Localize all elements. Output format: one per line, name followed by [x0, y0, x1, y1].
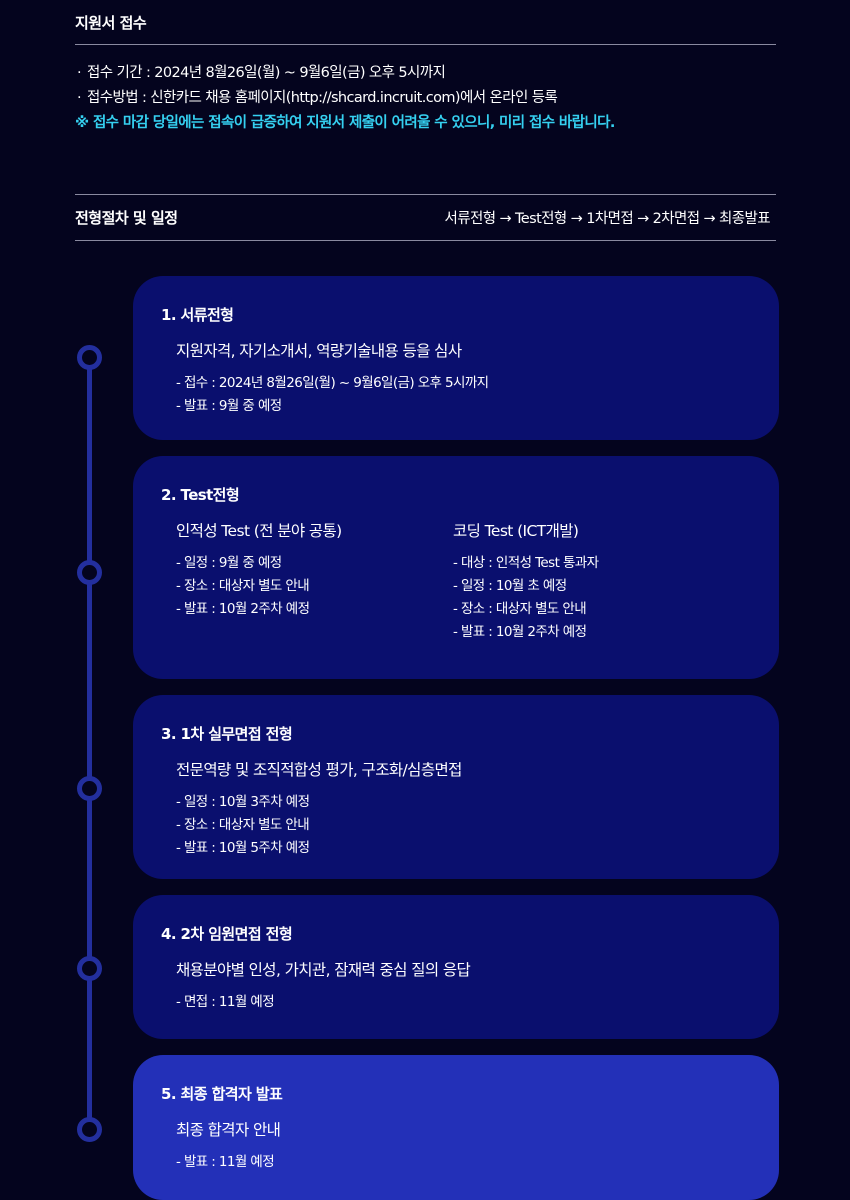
detail-line: - 일정 : 10월 초 예정 [453, 578, 567, 594]
step-subtitle: 최종 합격자 안내 [176, 1121, 281, 1139]
divider [75, 194, 776, 195]
test-columns: 인적성 Test (전 분야 공통) - 일정 : 9월 중 예정 - 장소 :… [161, 506, 779, 644]
process-flow: 서류전형 → Test전형 → 1차면접 → 2차면접 → 최종발표 [444, 211, 770, 227]
detail-line: - 일정 : 9월 중 예정 [176, 555, 282, 571]
application-header: 지원서 접수 [75, 0, 776, 44]
timeline-line [87, 355, 92, 1127]
timeline-node [77, 1117, 102, 1142]
bullet-text: 접수 기간 : 2024년 8월26일(월) ~ 9월6일(금) 오후 5시까지 [87, 65, 446, 81]
process-section: 전형절차 및 일정 서류전형 → Test전형 → 1차면접 → 2차면접 → … [75, 194, 776, 241]
detail-line: - 발표 : 10월 2주차 예정 [453, 624, 587, 640]
aptitude-test-column: 인적성 Test (전 분야 공통) - 일정 : 9월 중 예정 - 장소 :… [161, 506, 438, 644]
deadline-warning: ※ 접수 마감 당일에는 접속이 급증하여 지원서 제출이 어려울 수 있으니,… [75, 115, 615, 131]
step-details: - 대상 : 인적성 Test 통과자 - 일정 : 10월 초 예정 - 장소… [453, 552, 715, 644]
process-title: 전형절차 및 일정 [75, 209, 178, 227]
detail-line: - 장소 : 대상자 별도 안내 [176, 817, 310, 833]
step-subtitle: 채용분야별 인성, 가치관, 잠재력 중심 질의 응답 [176, 961, 471, 979]
detail-line: - 장소 : 대상자 별도 안내 [453, 601, 587, 617]
step-details: - 일정 : 10월 3주차 예정 - 장소 : 대상자 별도 안내 - 발표 … [176, 791, 779, 860]
step-details: - 면접 : 11월 예정 [176, 991, 779, 1014]
step-subtitle: 전문역량 및 조직적합성 평가, 구조화/심층면접 [176, 761, 462, 779]
step-card-test: 2. Test전형 인적성 Test (전 분야 공통) - 일정 : 9월 중… [133, 456, 779, 679]
bullet-method: · 접수방법 : 신한카드 채용 홈페이지(http://shcard.incru… [75, 86, 776, 111]
bullet-dot: · [77, 90, 82, 106]
application-section: 지원서 접수 · 접수 기간 : 2024년 8월26일(월) ~ 9월6일(금)… [75, 0, 776, 241]
detail-line: - 일정 : 10월 3주차 예정 [176, 794, 310, 810]
detail-line: - 면접 : 11월 예정 [176, 994, 275, 1010]
application-details: · 접수 기간 : 2024년 8월26일(월) ~ 9월6일(금) 오후 5시까… [75, 45, 776, 136]
step-details: - 발표 : 11월 예정 [176, 1151, 779, 1174]
detail-line: - 발표 : 11월 예정 [176, 1154, 275, 1170]
application-title: 지원서 접수 [75, 13, 147, 32]
detail-line: - 발표 : 9월 중 예정 [176, 398, 282, 414]
divider [75, 240, 776, 241]
detail-line: - 발표 : 10월 5주차 예정 [176, 840, 310, 856]
timeline-node [77, 345, 102, 370]
step-details: - 접수 : 2024년 8월26일(월) ~ 9월6일(금) 오후 5시까지 … [176, 372, 779, 418]
timeline-node [77, 776, 102, 801]
detail-line: - 장소 : 대상자 별도 안내 [176, 578, 310, 594]
timeline-node [77, 956, 102, 981]
step-card-second-interview: 4. 2차 임원면접 전형 채용분야별 인성, 가치관, 잠재력 중심 질의 응… [133, 895, 779, 1039]
bullet-period: · 접수 기간 : 2024년 8월26일(월) ~ 9월6일(금) 오후 5시까… [75, 61, 776, 86]
step-subtitle: 인적성 Test (전 분야 공통) [176, 522, 342, 540]
step-card-first-interview: 3. 1차 실무면접 전형 전문역량 및 조직적합성 평가, 구조화/심층면접 … [133, 695, 779, 879]
step-card-document: 1. 서류전형 지원자격, 자기소개서, 역량기술내용 등을 심사 - 접수 :… [133, 276, 779, 440]
step-details: - 일정 : 9월 중 예정 - 장소 : 대상자 별도 안내 - 발표 : 1… [176, 552, 438, 621]
timeline-node [77, 560, 102, 585]
detail-line: - 발표 : 10월 2주차 예정 [176, 601, 310, 617]
step-title: 1. 서류전형 [161, 306, 234, 324]
coding-test-column: 코딩 Test (ICT개발) - 대상 : 인적성 Test 통과자 - 일정… [438, 506, 715, 644]
divider [75, 44, 776, 45]
detail-line: - 대상 : 인적성 Test 통과자 [453, 555, 599, 571]
step-title: 5. 최종 합격자 발표 [161, 1085, 283, 1103]
step-title: 4. 2차 임원면접 전형 [161, 925, 293, 943]
bullet-text: 접수방법 : 신한카드 채용 홈페이지(http://shcard.incrui… [87, 90, 558, 106]
step-card-final: 5. 최종 합격자 발표 최종 합격자 안내 - 발표 : 11월 예정 [133, 1055, 779, 1200]
step-subtitle: 코딩 Test (ICT개발) [453, 522, 579, 540]
step-title: 2. Test전형 [161, 486, 240, 504]
step-subtitle: 지원자격, 자기소개서, 역량기술내용 등을 심사 [176, 342, 462, 360]
step-title: 3. 1차 실무면접 전형 [161, 725, 293, 743]
process-header: 전형절차 및 일정 서류전형 → Test전형 → 1차면접 → 2차면접 → … [75, 195, 776, 240]
detail-line: - 접수 : 2024년 8월26일(월) ~ 9월6일(금) 오후 5시까지 [176, 375, 489, 391]
bullet-dot: · [77, 65, 82, 81]
